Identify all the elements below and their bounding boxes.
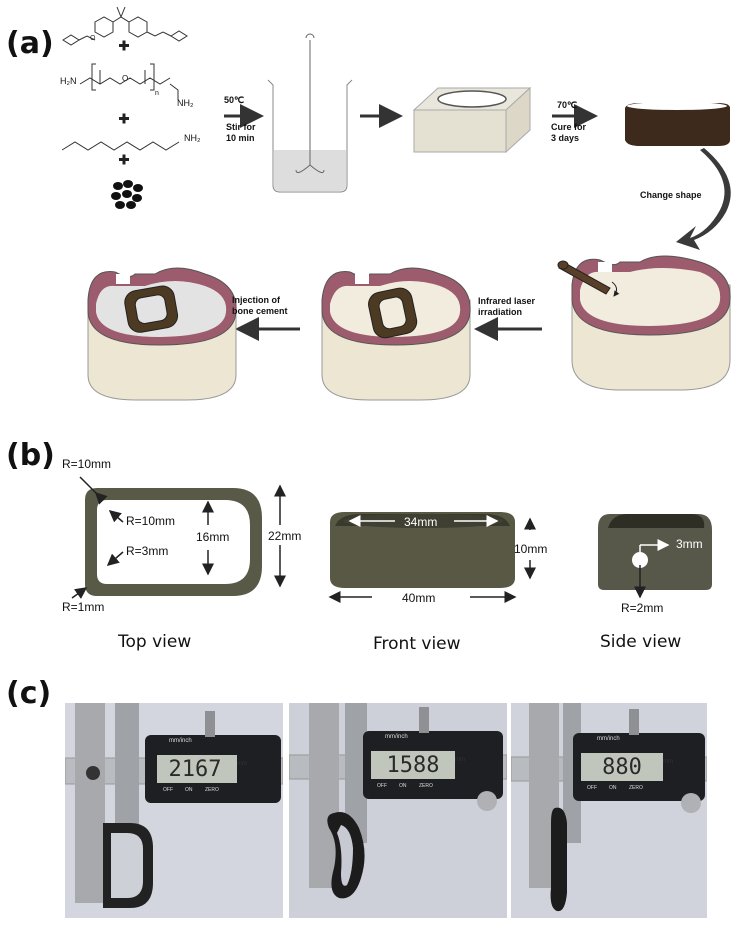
caliper-btn-on-3: ON — [609, 785, 617, 791]
side-hole-radius: R=2mm — [621, 601, 664, 615]
side-hole-offset: 3mm — [676, 537, 703, 551]
side-view-shape — [598, 514, 712, 590]
step2-action-line2: 3 days — [551, 133, 580, 143]
photo-2: 1588 mm/inch mm OFF ON ZERO — [289, 703, 507, 918]
caliper-btn-zero-1: ZERO — [205, 787, 219, 793]
photo-3: 880 mm/inch mm OFF ON ZERO — [511, 703, 707, 918]
side-view-title: Side view — [600, 632, 682, 652]
front-view-dims — [328, 517, 536, 603]
injection-line2: bone cement — [232, 306, 288, 316]
caliper-btn-off-3: OFF — [587, 785, 597, 791]
front-view-shape — [330, 512, 515, 588]
caliper-header-2: mm/inch — [385, 734, 408, 740]
polyetheramine — [79, 63, 179, 100]
caliper-reading-1: 2167 — [168, 757, 222, 782]
top-inner-height: 16mm — [196, 530, 230, 544]
plus-signs — [119, 40, 129, 165]
cured-ring — [625, 102, 730, 146]
caliper-header-3: mm/inch — [597, 736, 620, 742]
top-r-corner: R=1mm — [62, 600, 105, 614]
chem-n: n — [155, 90, 159, 97]
top-r-inner-small: R=3mm — [126, 544, 169, 558]
chem-h2n: H₂N — [60, 76, 77, 86]
top-r-outer: R=10mm — [62, 457, 112, 471]
caliper-btn-zero-3: ZERO — [629, 785, 643, 791]
vertebra-middle — [321, 267, 471, 401]
delivery-rod — [557, 260, 620, 297]
photo-1: 2167 mm/inch mm OFF ON ZERO — [65, 703, 283, 918]
caliper-reading-3: 880 — [602, 755, 642, 780]
step1-action-line1: Stir for — [226, 122, 256, 132]
front-height: 10mm — [514, 542, 548, 556]
front-inner-width: 34mm — [404, 515, 438, 529]
infrared-line1: Infrared laser — [478, 296, 536, 306]
top-view-shape — [85, 488, 262, 596]
change-shape-arrow — [676, 148, 731, 250]
panel-a-label: (a) — [6, 26, 54, 61]
chem-nh2-a: NH₂ — [177, 98, 194, 108]
top-view-dims — [71, 476, 286, 599]
chem-o-1: O — [90, 35, 96, 42]
caliper-btn-zero-2: ZERO — [419, 783, 433, 789]
step2-action-line1: Cure for — [551, 122, 587, 132]
step1-action-line2: 10 min — [226, 133, 255, 143]
panel-c-label: (c) — [6, 676, 52, 711]
caliper-header-1: mm/inch — [169, 738, 192, 744]
caliper-btn-off-1: OFF — [163, 787, 173, 793]
caliper-unit-1: mm — [237, 761, 247, 767]
injection-line1: Injection of — [232, 295, 280, 305]
process-arrows — [224, 104, 598, 341]
mold-box — [412, 86, 532, 154]
caliper-btn-off-2: OFF — [377, 783, 387, 789]
beaker — [267, 33, 353, 193]
octylamine — [61, 141, 180, 151]
top-outer-height: 22mm — [268, 529, 302, 543]
top-r-inner-big: R=10mm — [126, 514, 176, 528]
vertebra-left — [87, 267, 237, 401]
vertebra-right — [571, 255, 731, 391]
step1-temp: 50℃ — [224, 95, 245, 105]
panel-b-label: (b) — [6, 438, 55, 473]
caliper-unit-3: mm — [663, 759, 673, 765]
caliper-reading-2: 1588 — [386, 753, 440, 778]
chem-o-2: O — [122, 74, 129, 83]
particles-icon — [111, 180, 143, 209]
step2-temp: 70℃ — [557, 100, 578, 110]
epoxy-molecule — [62, 6, 188, 46]
caliper-btn-on-1: ON — [185, 787, 193, 793]
caliper-unit-2: mm — [455, 757, 465, 763]
front-view-title: Front view — [373, 634, 461, 654]
chem-nh2-b: NH₂ — [184, 133, 201, 143]
change-shape-label: Change shape — [640, 190, 702, 200]
caliper-btn-on-2: ON — [399, 783, 407, 789]
infrared-line2: irradiation — [478, 307, 523, 317]
top-view-title: Top view — [118, 632, 192, 652]
front-outer-width: 40mm — [402, 591, 436, 605]
